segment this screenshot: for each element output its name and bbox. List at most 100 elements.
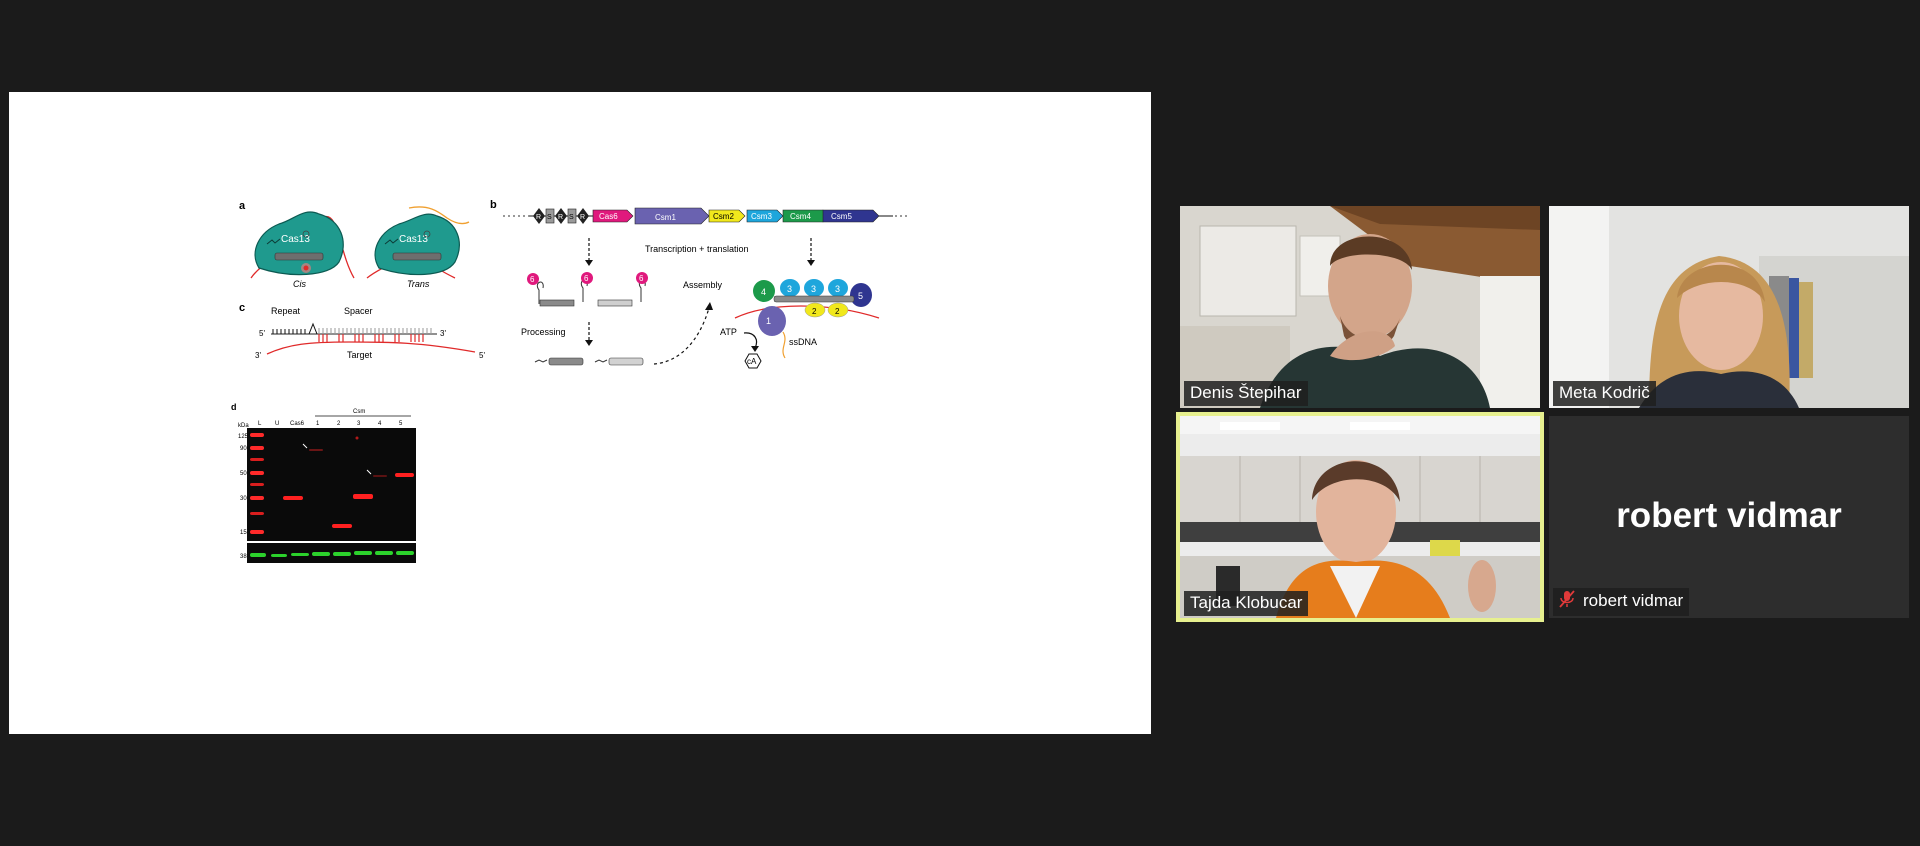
subunit-csm3: [780, 279, 800, 297]
loading-band: [354, 551, 372, 555]
gene-csm3: [746, 209, 784, 223]
target-rna: [734, 305, 880, 319]
cas13-label-trans: Cas13: [399, 234, 428, 245]
gene-label-csm1: Csm1: [655, 213, 676, 222]
participant-tile-denis[interactable]: Denis Štepihar: [1180, 206, 1540, 408]
loading-band: [333, 552, 351, 556]
ssdna-strand: [782, 331, 786, 359]
repeat-hairpin: [308, 322, 318, 335]
hairpin: [536, 281, 544, 304]
spacer-label: Spacer: [344, 306, 373, 316]
lane-label: 2: [337, 421, 341, 427]
blot-band-cas6: [283, 496, 303, 500]
mic-muted-icon: [1559, 590, 1575, 613]
assembly-arrow: [653, 307, 710, 365]
loading-band: [271, 554, 287, 557]
mature-crrna: [608, 357, 644, 366]
end-label: 5': [259, 329, 265, 338]
gene-label-csm2: Csm2: [713, 212, 734, 221]
gene-label-csm4: Csm4: [790, 212, 811, 221]
marker-label: 30: [240, 496, 247, 502]
cleavage-site: [303, 265, 309, 271]
cas6-marker-label: 6: [530, 275, 535, 284]
repeat-label: Repeat: [271, 306, 301, 316]
bound-crrna: [773, 295, 855, 303]
marker-label: 15: [240, 530, 247, 536]
cas6-marker-label: 6: [639, 274, 644, 283]
ladder-band: [250, 471, 264, 475]
crispr-array: R S R S R: [533, 208, 589, 224]
lane-label: 3: [357, 421, 361, 427]
ladder-band: [250, 483, 264, 486]
subunit-label: 3: [811, 284, 816, 294]
end-label: 5': [479, 351, 485, 360]
crrna-segment: [597, 299, 633, 307]
blot-band-csm3: [353, 494, 373, 499]
panel-c: Repeat Spacer 5' 3' 3' 5' Target: [255, 306, 485, 360]
array-box-label: S: [569, 214, 574, 221]
blot-band-csm2: [332, 524, 352, 528]
subunit-csm4: [753, 280, 775, 302]
gene-label-csm3: Csm3: [751, 212, 772, 221]
crrna-cis: [274, 252, 324, 261]
end-label: 3': [440, 329, 446, 338]
crrna-segment: [539, 299, 575, 307]
loading-band: [312, 552, 330, 556]
trans-caption: Trans: [407, 279, 430, 289]
handle-squiggle: [594, 359, 608, 363]
lane-label: L: [258, 421, 262, 427]
lane-label: 5: [399, 421, 403, 427]
blot-band-csm1-faint: [309, 449, 323, 451]
array-box-label: S: [547, 214, 552, 221]
array-box-label: R: [558, 214, 563, 221]
spacer-box: [545, 208, 555, 224]
ladder-band: [250, 446, 264, 450]
base-pair-ticks: [318, 334, 424, 342]
video-feed: [1180, 206, 1540, 408]
ladder-band: [250, 433, 264, 437]
loading-control-blot: [247, 543, 416, 563]
subunit-label: 3: [787, 284, 792, 294]
subunit-csm2: [827, 302, 849, 318]
arrow-marker-icon: [302, 443, 308, 449]
scissors-icon: [302, 230, 310, 238]
lane-label: 1: [316, 421, 320, 427]
subunit-csm5: [850, 283, 872, 307]
cas6-marker-label: 6: [584, 274, 589, 283]
marker-label: 125: [238, 434, 249, 440]
repeat-diamond: [555, 208, 567, 224]
assembly-label: Assembly: [683, 280, 723, 290]
ladder-band: [250, 530, 264, 534]
repeat-ticks: [272, 329, 306, 334]
gene-csm1: [634, 207, 710, 225]
arrowhead-icon: [585, 340, 593, 346]
panel-b: R S R S R Cas6 Csm1 Csm2 Csm3 Csm4 Csm5: [503, 207, 909, 369]
lane-label: Cas6: [290, 421, 305, 427]
ladder-band: [250, 512, 264, 515]
arrow-marker-icon: [366, 469, 372, 475]
scissors-icon: [423, 230, 431, 238]
video-feed: [1180, 416, 1540, 618]
participant-tile-meta[interactable]: Meta Kodrič: [1549, 206, 1909, 408]
ladder-band: [250, 496, 264, 500]
participant-tile-robert[interactable]: robert vidmar robert vidmar: [1549, 416, 1909, 618]
participant-tile-tajda[interactable]: Tajda Klobucar: [1176, 412, 1544, 622]
gene-label-csm5: Csm5: [831, 212, 852, 221]
target-strand: [266, 341, 476, 355]
loading-band: [396, 551, 414, 555]
gene-csm2: [708, 209, 746, 223]
ladder-band: [250, 458, 264, 461]
cas-figure: a b c d Cas13 Cis Cas13 Trans: [231, 199, 909, 563]
lane-group-label: Csm: [353, 409, 365, 415]
participant-name: Denis Štepihar: [1184, 381, 1308, 406]
loading-band: [375, 551, 393, 555]
crrna-trans: [392, 252, 442, 261]
atp-label: ATP: [720, 327, 737, 337]
subunit-label: 4: [761, 287, 766, 297]
trans-target-strand: [408, 206, 470, 225]
gene-label-cas6: Cas6: [599, 212, 618, 221]
panel-label-c: c: [239, 302, 245, 314]
subunit-label: 2: [812, 307, 817, 316]
loading-band: [291, 553, 309, 556]
lane-label: U: [275, 421, 279, 427]
